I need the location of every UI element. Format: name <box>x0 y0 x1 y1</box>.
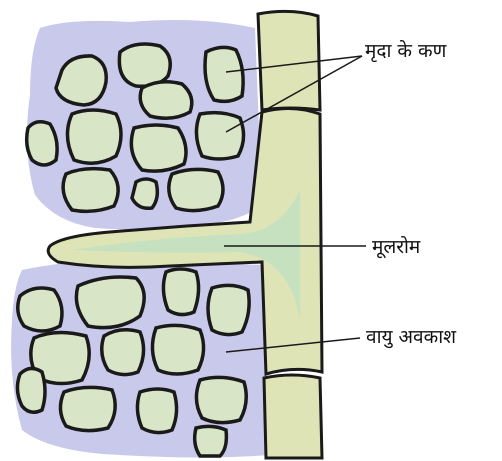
soil-particle <box>67 110 121 163</box>
soil-particle <box>131 125 186 171</box>
soil-particle <box>137 389 176 433</box>
soil-particles-label: मृदा के कण <box>365 42 446 61</box>
soil-particle <box>196 377 246 422</box>
soil-particle <box>205 47 243 101</box>
soil-particle <box>163 269 198 315</box>
epidermis-cell-top <box>258 11 320 110</box>
soil-particle <box>63 169 118 212</box>
soil-particle <box>102 330 144 375</box>
soil-particle <box>208 285 249 334</box>
soil-particle <box>140 82 192 119</box>
soil-particle <box>132 179 157 208</box>
soil-particle <box>17 368 45 412</box>
root-hair-label: मूलरोम <box>372 238 420 257</box>
epidermis-cell-bottom <box>264 375 322 458</box>
air-space-label: वायु अवकाश <box>366 328 456 347</box>
soil-particle <box>76 277 144 328</box>
soil-particle <box>60 387 115 430</box>
soil-particle <box>119 44 170 86</box>
soil-particle <box>169 169 223 210</box>
soil-particle <box>27 122 57 165</box>
soil-particle <box>196 113 243 159</box>
soil-particle <box>152 325 203 374</box>
soil-particle <box>195 426 227 456</box>
soil-particle <box>18 288 62 331</box>
